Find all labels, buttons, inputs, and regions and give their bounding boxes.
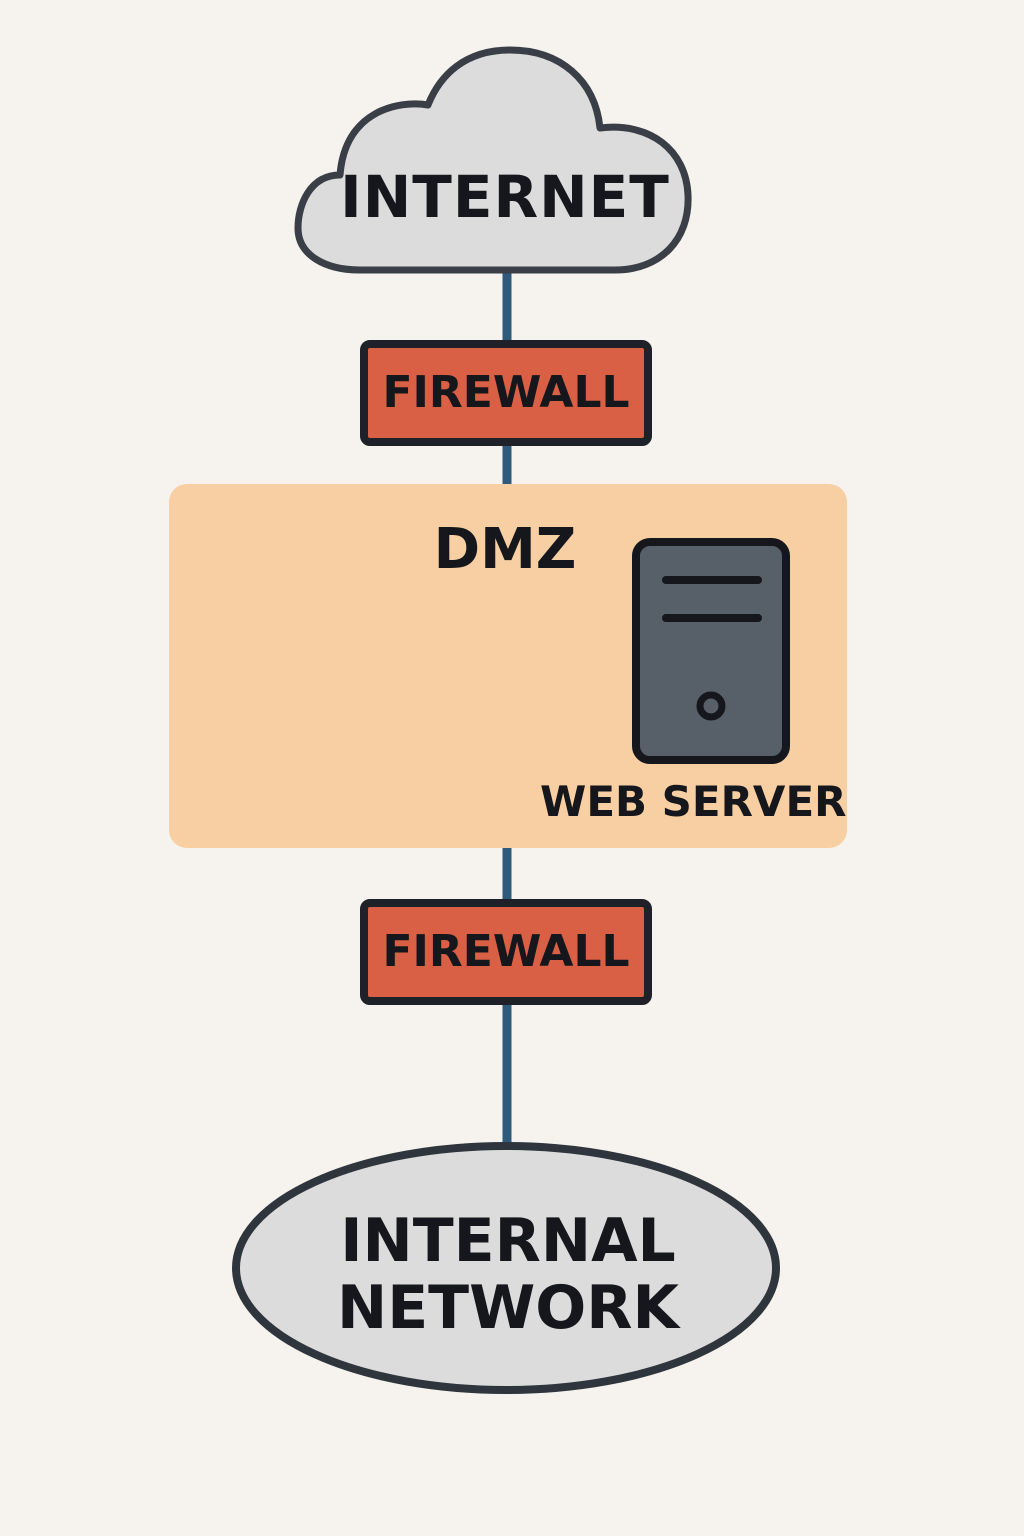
cloud-icon [294, 46, 692, 274]
firewall-top-box [360, 340, 652, 446]
internal-network-ellipse [232, 1142, 780, 1394]
web-server-label: WEB SERVER [540, 777, 847, 826]
firewall-top-label: FIREWALL [382, 367, 630, 418]
internal-network-label: INTERNAL NETWORK [336, 1206, 679, 1344]
internet-label: INTERNET [340, 163, 670, 231]
firewall-bottom-label: FIREWALL [382, 926, 630, 977]
server-icon [632, 538, 790, 764]
dmz-label: DMZ [433, 517, 577, 582]
firewall-bottom-box [360, 899, 652, 1005]
